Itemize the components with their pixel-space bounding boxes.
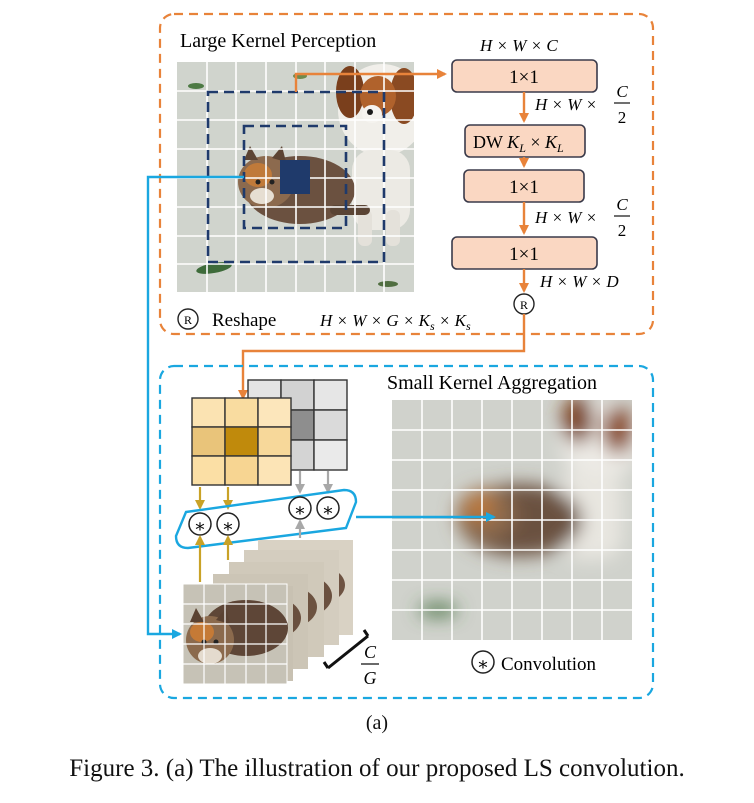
blurred-photo-grid <box>392 400 632 640</box>
group-frac-num: C <box>364 642 377 662</box>
lkp-title: Large Kernel Perception <box>180 30 376 52</box>
frac-den-a: 2 <box>618 108 627 127</box>
group-bracket-tick-1 <box>322 661 330 669</box>
conv-node-4: ∗ <box>316 496 340 520</box>
conv-node-1: ∗ <box>188 512 212 536</box>
reshape-shape: H × W × G × Ks × Ks <box>319 311 471 333</box>
svg-text:∗: ∗ <box>294 500 306 520</box>
input-to-stack-arrow <box>146 175 244 639</box>
convolution-legend-icon <box>471 650 495 674</box>
conv-node-2: ∗ <box>216 512 240 536</box>
convolution-legend-label: Convolution <box>501 654 597 675</box>
reshape-to-kernel-arrow <box>238 314 526 400</box>
cat-feature-stack <box>182 540 353 685</box>
svg-text:∗: ∗ <box>222 516 234 536</box>
conv-node-3: ∗ <box>288 496 312 520</box>
frac-num-a: C <box>616 82 628 101</box>
conv1x1-label-1: 1×1 <box>509 67 539 88</box>
ska-panel-border <box>158 364 655 700</box>
shape-input: H × W × C <box>479 36 558 55</box>
frac-num-b: C <box>616 195 628 214</box>
dw-label: DW KL × KL <box>473 132 564 155</box>
frac-den-b: 2 <box>618 221 627 240</box>
group-frac-den: G <box>364 668 377 688</box>
center-token <box>280 160 310 194</box>
shape-d: H × W × D <box>539 272 619 291</box>
shape-half-a: H × W × <box>534 95 597 114</box>
input-arrow <box>294 69 447 92</box>
svg-text:∗: ∗ <box>322 500 334 520</box>
shape-half-b: H × W × <box>534 208 597 227</box>
conv1x1-label-2: 1×1 <box>509 177 539 198</box>
subfigure-label: (a) <box>365 712 389 734</box>
reshape-legend-icon <box>177 308 199 330</box>
reshape-legend-symbol: R <box>184 313 192 327</box>
svg-text:∗: ∗ <box>194 516 206 536</box>
lkp-panel-border <box>158 12 655 336</box>
reshape-legend-label: Reshape <box>212 310 276 331</box>
conv1x1-label-3: 1×1 <box>509 244 539 265</box>
ska-title: Small Kernel Aggregation <box>387 372 597 394</box>
figure-caption: Figure 3. (a) The illustration of our pr… <box>69 755 685 782</box>
conv-group-outline <box>174 488 358 550</box>
convolution-legend-symbol: ∗ <box>477 654 489 674</box>
group-bracket <box>327 634 369 670</box>
reshape-node-symbol: R <box>520 298 528 312</box>
group-bracket-tick-2 <box>362 629 370 637</box>
gold-kernel-grid <box>191 397 292 486</box>
